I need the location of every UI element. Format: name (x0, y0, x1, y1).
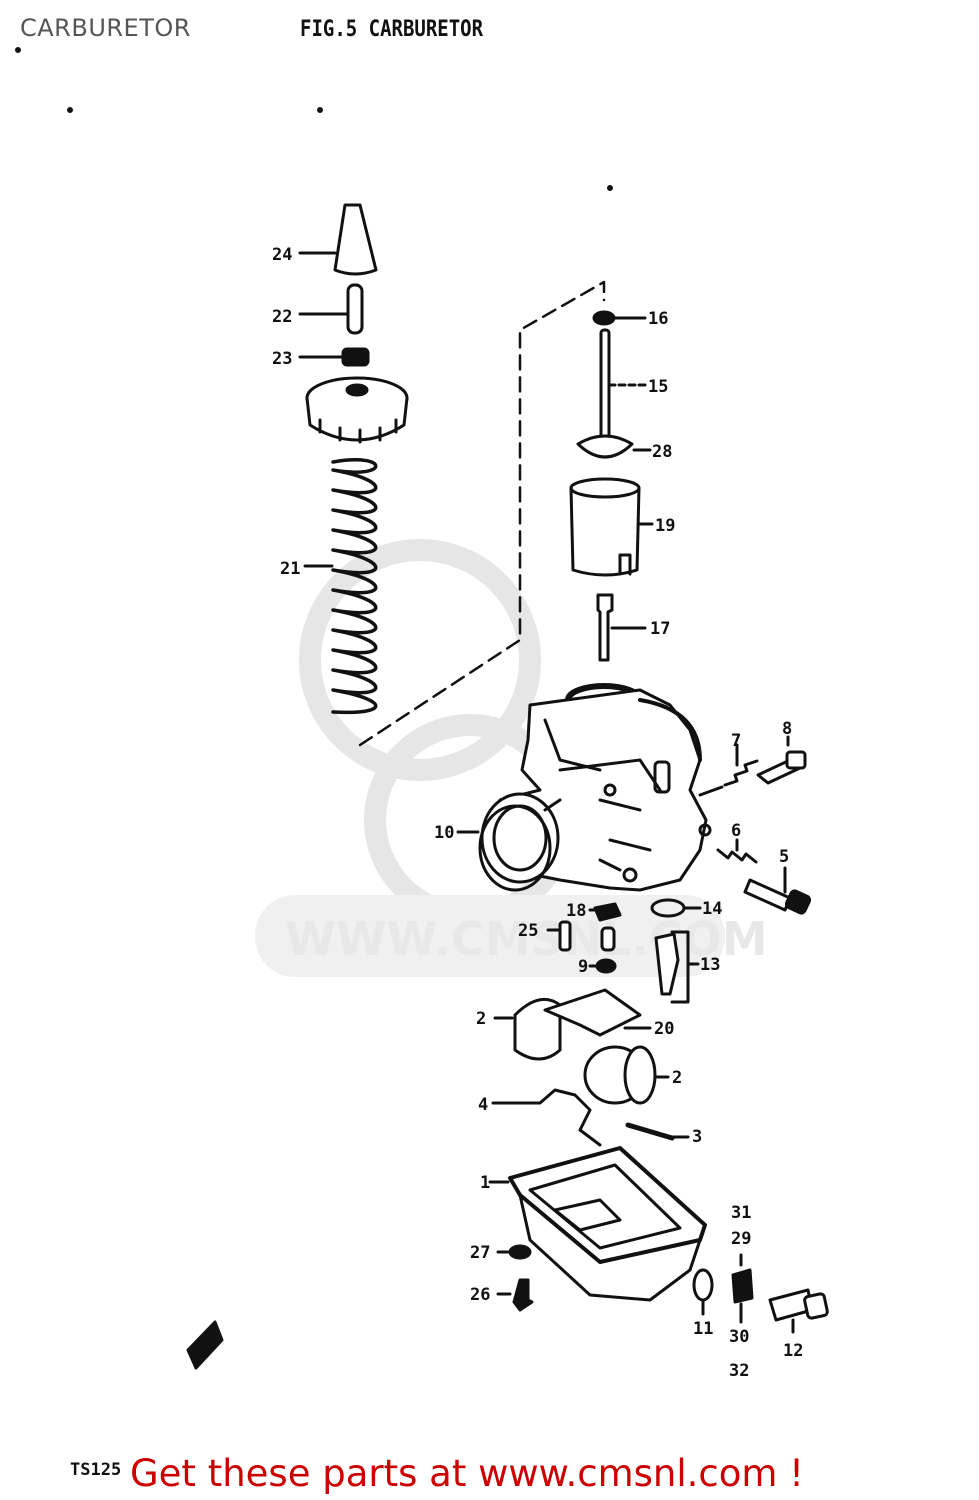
callout-22: 22 (272, 307, 292, 327)
callout-3: 3 (692, 1127, 702, 1147)
idle-screw-spring-part-6 (716, 838, 758, 864)
figure-title: FIG.5 CARBURETOR (300, 16, 484, 42)
callout-31: 31 (731, 1203, 751, 1223)
model-code: TS125 (70, 1460, 122, 1480)
float-pin-part-4 (491, 1088, 602, 1147)
callout-20: 20 (654, 1019, 674, 1039)
callout-7: 7 (731, 731, 741, 751)
throttle-spring-part-21 (303, 458, 378, 715)
corner-stamp-mark (186, 1320, 224, 1370)
idle-screw-part-5 (743, 866, 812, 915)
callout-26: 26 (470, 1285, 490, 1305)
gasket-part-11 (692, 1268, 714, 1316)
float-valve-part-13 (654, 930, 700, 1004)
screw-part-26 (496, 1278, 534, 1312)
jet-needle-part-15 (599, 328, 647, 447)
callout-30: 30 (729, 1327, 749, 1347)
callout-5: 5 (779, 847, 789, 867)
callout-24: 24 (272, 245, 292, 265)
callout-32: 32 (729, 1361, 749, 1381)
needle-jet-part-17 (596, 593, 647, 662)
top-cap (305, 376, 409, 444)
callout-10: 10 (434, 823, 454, 843)
callout-25: 25 (518, 921, 538, 941)
pilot-screw-spring-part-7 (698, 743, 759, 797)
callout-28: 28 (652, 442, 672, 462)
needle-clip-part-16 (592, 310, 647, 326)
callout-14: 14 (702, 899, 722, 919)
callout-19: 19 (655, 516, 675, 536)
float-part-2-upper (493, 997, 562, 1061)
washer-part-14 (650, 898, 702, 918)
promo-banner-link[interactable]: Get these parts at www.cmsnl.com ! (130, 1452, 805, 1495)
float-chamber-part-1 (488, 1146, 707, 1302)
callout-2-lower: 2 (672, 1068, 682, 1088)
main-jet-holder-part-18 (588, 902, 622, 922)
drain-plug-part-12 (768, 1288, 829, 1334)
callout-23: 23 (272, 349, 292, 369)
float-part-2-lower (583, 1045, 670, 1105)
callout-12: 12 (783, 1341, 803, 1361)
needle-plate-part-28 (576, 434, 652, 459)
cable-adjuster-part-22 (298, 283, 364, 335)
callout-1: 1 (480, 1173, 490, 1193)
pin-part-3 (625, 1122, 690, 1141)
callout-2-upper: 2 (476, 1009, 486, 1029)
o-ring-part-10 (456, 804, 552, 892)
screw-part-27 (496, 1244, 532, 1260)
throttle-valve-part-19 (569, 477, 654, 577)
callout-18: 18 (566, 901, 586, 921)
page-title: CARBURETOR (20, 14, 191, 42)
callout-16: 16 (648, 309, 668, 329)
callout-9: 9 (578, 957, 588, 977)
callout-4: 4 (478, 1095, 488, 1115)
pilot-jet-part-9 (588, 926, 617, 974)
callout-13: 13 (700, 955, 720, 975)
rubber-cap-part-24 (298, 203, 378, 276)
callout-6: 6 (731, 821, 741, 841)
float-arm-part-20 (543, 988, 652, 1037)
drain-screw-part-29-30 (731, 1253, 754, 1324)
screw-part-25 (546, 920, 572, 952)
callout-11: 11 (693, 1319, 713, 1339)
callout-labels: 24 22 23 21 16 15 28 19 17 7 8 10 6 5 18… (272, 245, 803, 1381)
callout-15: 15 (648, 377, 668, 397)
callout-17: 17 (650, 619, 670, 639)
callout-8: 8 (782, 719, 792, 739)
callout-21: 21 (280, 559, 300, 579)
lock-nut-part-23 (298, 347, 370, 367)
callout-27: 27 (470, 1243, 490, 1263)
throttle-stop-screw-part-8 (756, 735, 807, 785)
callout-29: 29 (731, 1229, 751, 1249)
